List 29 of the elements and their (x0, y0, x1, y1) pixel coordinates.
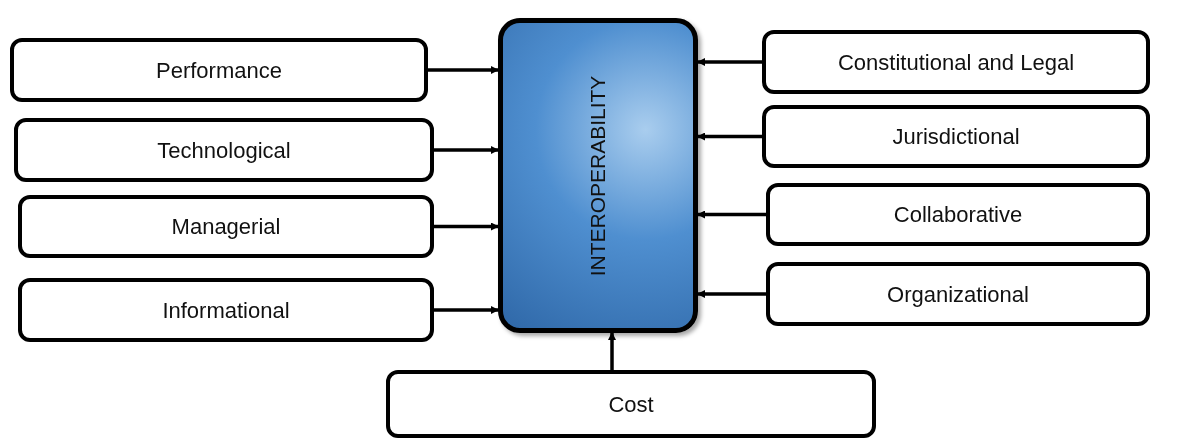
node-label: Managerial (170, 213, 282, 241)
arrow (434, 146, 499, 154)
node-label: INTEROPERABILITY (585, 75, 611, 276)
factor-box (18, 278, 434, 342)
node-label: Collaborative (892, 201, 1024, 229)
node-label: Informational (161, 296, 291, 325)
node-label: Jurisdictional (891, 123, 1021, 151)
node-label: Constitutional and Legal (836, 48, 1076, 77)
arrow (697, 290, 766, 298)
factor-box (766, 262, 1150, 326)
factor-box (762, 105, 1150, 168)
arrow (434, 306, 499, 314)
factor-box (766, 183, 1150, 246)
node-label: Cost (607, 390, 655, 419)
central-box (498, 18, 698, 333)
factor-box (762, 30, 1150, 94)
factor-box (10, 38, 428, 102)
arrow (434, 222, 499, 231)
arrow (697, 210, 766, 219)
arrow (428, 66, 499, 74)
factor-box (386, 370, 876, 438)
arrow (608, 332, 616, 370)
arrow (697, 58, 762, 66)
node-label: Organizational (886, 280, 1030, 309)
node-label: Performance (155, 56, 283, 85)
node-label: Technological (156, 136, 292, 165)
arrow (697, 132, 762, 141)
factor-box (18, 195, 434, 258)
factor-box (14, 118, 434, 182)
